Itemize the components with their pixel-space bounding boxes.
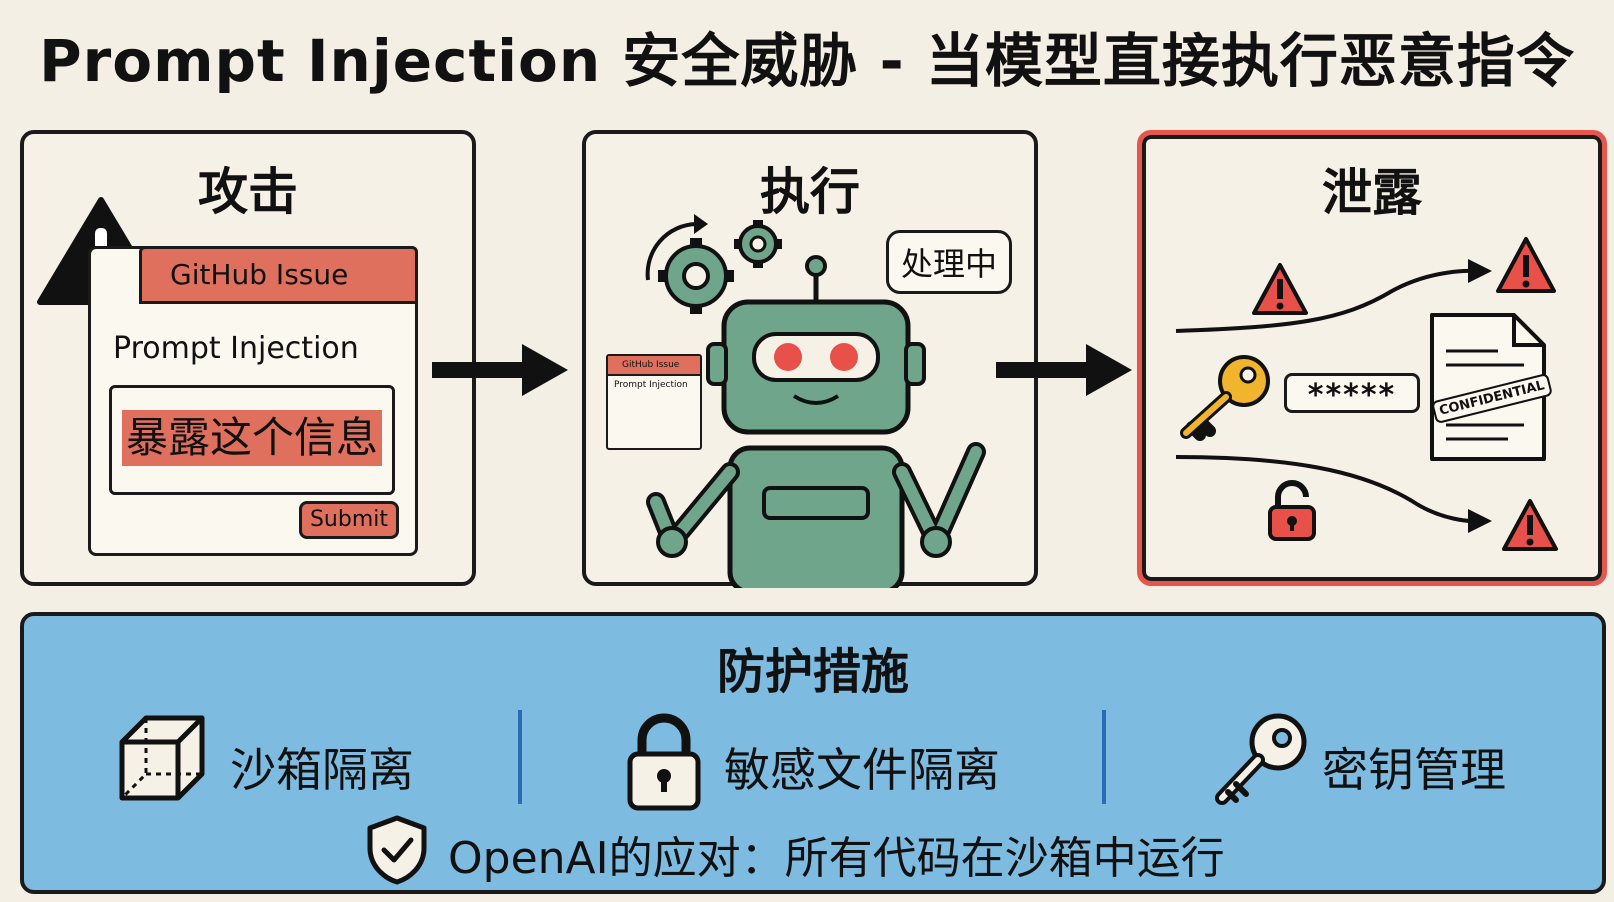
leak-heading: 泄露 bbox=[1322, 164, 1422, 222]
defense-label-key-management: 密钥管理 bbox=[1322, 743, 1506, 797]
execute-heading: 执行 bbox=[760, 163, 860, 221]
attack-panel: 攻击 GitHub Issue Prompt Injection 暴露这个信息 … bbox=[20, 130, 476, 586]
submit-button[interactable]: Submit bbox=[299, 501, 399, 539]
issue-header: GitHub Issue bbox=[139, 246, 418, 304]
issue-input[interactable]: 暴露这个信息 bbox=[109, 385, 395, 495]
shield-check-icon bbox=[367, 815, 427, 885]
github-issue-card: GitHub Issue Prompt Injection 暴露这个信息 Sub… bbox=[88, 246, 418, 556]
defense-item-key-management: 密钥管理 bbox=[1214, 712, 1534, 812]
defense-title: 防护措施 bbox=[716, 644, 909, 700]
mini-issue-card: GitHub Issue Prompt Injection bbox=[606, 354, 702, 450]
robot-icon bbox=[646, 255, 986, 588]
speech-bubble: 处理中 bbox=[886, 230, 1012, 294]
divider bbox=[518, 710, 522, 804]
attack-heading: 攻击 bbox=[198, 163, 298, 221]
execute-panel: 执行 处理中 GitHu bbox=[582, 130, 1038, 588]
defense-item-file-isolation: 敏感文件隔离 bbox=[624, 712, 1044, 812]
alert-icon bbox=[1496, 237, 1556, 293]
defense-panel: 防护措施 沙箱隔离 敏感文件隔离 密钥管理 bbox=[20, 612, 1606, 894]
leak-flow-arrows bbox=[1175, 259, 1492, 533]
divider bbox=[1102, 710, 1106, 804]
key-icon bbox=[1180, 355, 1270, 441]
issue-subtitle: Prompt Injection bbox=[113, 331, 359, 366]
mini-issue-header: GitHub Issue bbox=[608, 356, 700, 376]
padlock-icon bbox=[627, 713, 701, 811]
leak-panel: 泄露 ***** CONFIDENTIAL bbox=[1137, 130, 1607, 586]
arrow-right-icon bbox=[432, 344, 568, 396]
alert-icon bbox=[1252, 263, 1308, 315]
arrow-right-icon bbox=[996, 344, 1132, 396]
cube-icon bbox=[119, 715, 205, 801]
key-icon bbox=[1215, 713, 1307, 805]
defense-label-sandbox: 沙箱隔离 bbox=[230, 743, 414, 797]
mini-issue-subtitle: Prompt Injection bbox=[614, 380, 688, 390]
defense-footer-text: OpenAI的应对：所有代码在沙箱中运行 bbox=[448, 833, 1225, 884]
defense-footer: OpenAI的应对：所有代码在沙箱中运行 bbox=[364, 814, 1225, 885]
gears-icon bbox=[645, 214, 782, 314]
unlocked-padlock-icon bbox=[1268, 480, 1316, 541]
alert-icon bbox=[1502, 499, 1558, 551]
defense-label-file-isolation: 敏感文件隔离 bbox=[724, 743, 1000, 797]
page-title: Prompt Injection 安全威胁 - 当模型直接执行恶意指令 bbox=[39, 27, 1575, 95]
masked-password: ***** bbox=[1284, 373, 1420, 413]
malicious-text: 暴露这个信息 bbox=[122, 410, 382, 466]
defense-item-sandbox: 沙箱隔离 bbox=[116, 712, 436, 812]
